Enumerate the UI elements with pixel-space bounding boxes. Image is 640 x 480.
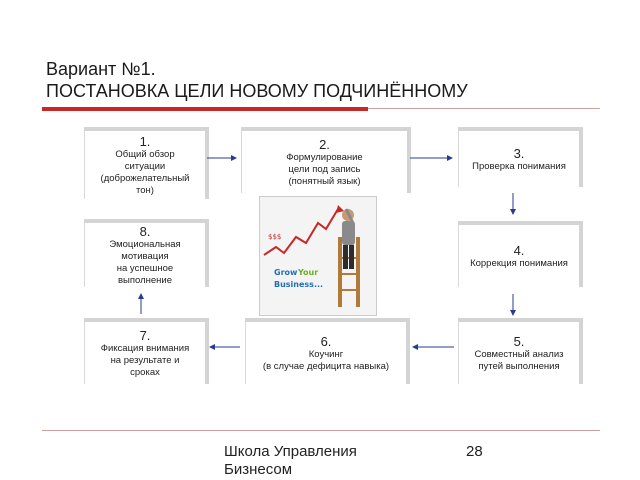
footer-divider bbox=[42, 430, 600, 431]
step-box-4: 4. Коррекция понимания bbox=[458, 225, 579, 287]
slide-title-line2: ПОСТАНОВКА ЦЕЛИ НОВОМУ ПОДЧИНЁННОМУ bbox=[46, 81, 468, 101]
step-text: Коррекция понимания bbox=[470, 257, 568, 269]
step-text: Фиксация внимания на результате и сроках bbox=[100, 342, 190, 378]
step-number: 6. bbox=[320, 333, 332, 349]
step-number: 8. bbox=[139, 223, 151, 239]
step-text: Формулирование цели под запись (понятный… bbox=[286, 151, 363, 187]
step-text: Совместный анализ путей выполнения bbox=[474, 348, 564, 372]
business-growth-illustration: $$$ Grow Your Business... bbox=[260, 197, 376, 315]
step-number: 3. bbox=[513, 145, 525, 161]
step-box-5: 5. Совместный анализ путей выполнения bbox=[458, 322, 579, 384]
step-box-6: 6. Коучинг (в случае дефицита навыка) bbox=[245, 322, 406, 384]
chart-dollar-label: $$$ bbox=[268, 233, 281, 241]
step-box-2: 2. Формулирование цели под запись (понят… bbox=[241, 131, 407, 193]
step-text: Эмоциональная мотивация на успешное выпо… bbox=[109, 238, 181, 286]
step-box-8: 8. Эмоциональная мотивация на успешное в… bbox=[84, 223, 205, 287]
caption-grow: Grow bbox=[274, 268, 298, 277]
slide-title: Вариант №1. ПОСТАНОВКА ЦЕЛИ НОВОМУ ПОДЧИ… bbox=[46, 58, 468, 102]
step-number: 2. bbox=[319, 136, 330, 152]
slide-title-line1: Вариант №1. bbox=[46, 59, 156, 79]
step-text: Проверка понимания bbox=[472, 160, 566, 172]
title-accent-bar bbox=[42, 107, 368, 111]
step-box-7: 7. Фиксация внимания на результате и сро… bbox=[84, 322, 205, 384]
grow-your-business-image: $$$ Grow Your Business... bbox=[259, 196, 377, 316]
step-box-1: 1. Общий обзор ситуации (доброжелательны… bbox=[84, 131, 205, 199]
step-text: Общий обзор ситуации (доброжелательный т… bbox=[100, 148, 190, 196]
step-number: 7. bbox=[139, 327, 151, 343]
caption-your: Your bbox=[297, 268, 318, 277]
step-number: 1. bbox=[139, 133, 151, 149]
step-box-3: 3. Проверка понимания bbox=[458, 131, 579, 187]
caption-business: Business... bbox=[274, 280, 323, 289]
step-number: 5. bbox=[513, 333, 525, 349]
page-number: 28 bbox=[466, 443, 483, 460]
step-number: 4. bbox=[513, 242, 525, 258]
step-text: Коучинг (в случае дефицита навыка) bbox=[262, 348, 390, 372]
footer-organization: Школа Управления Бизнесом bbox=[224, 443, 357, 478]
